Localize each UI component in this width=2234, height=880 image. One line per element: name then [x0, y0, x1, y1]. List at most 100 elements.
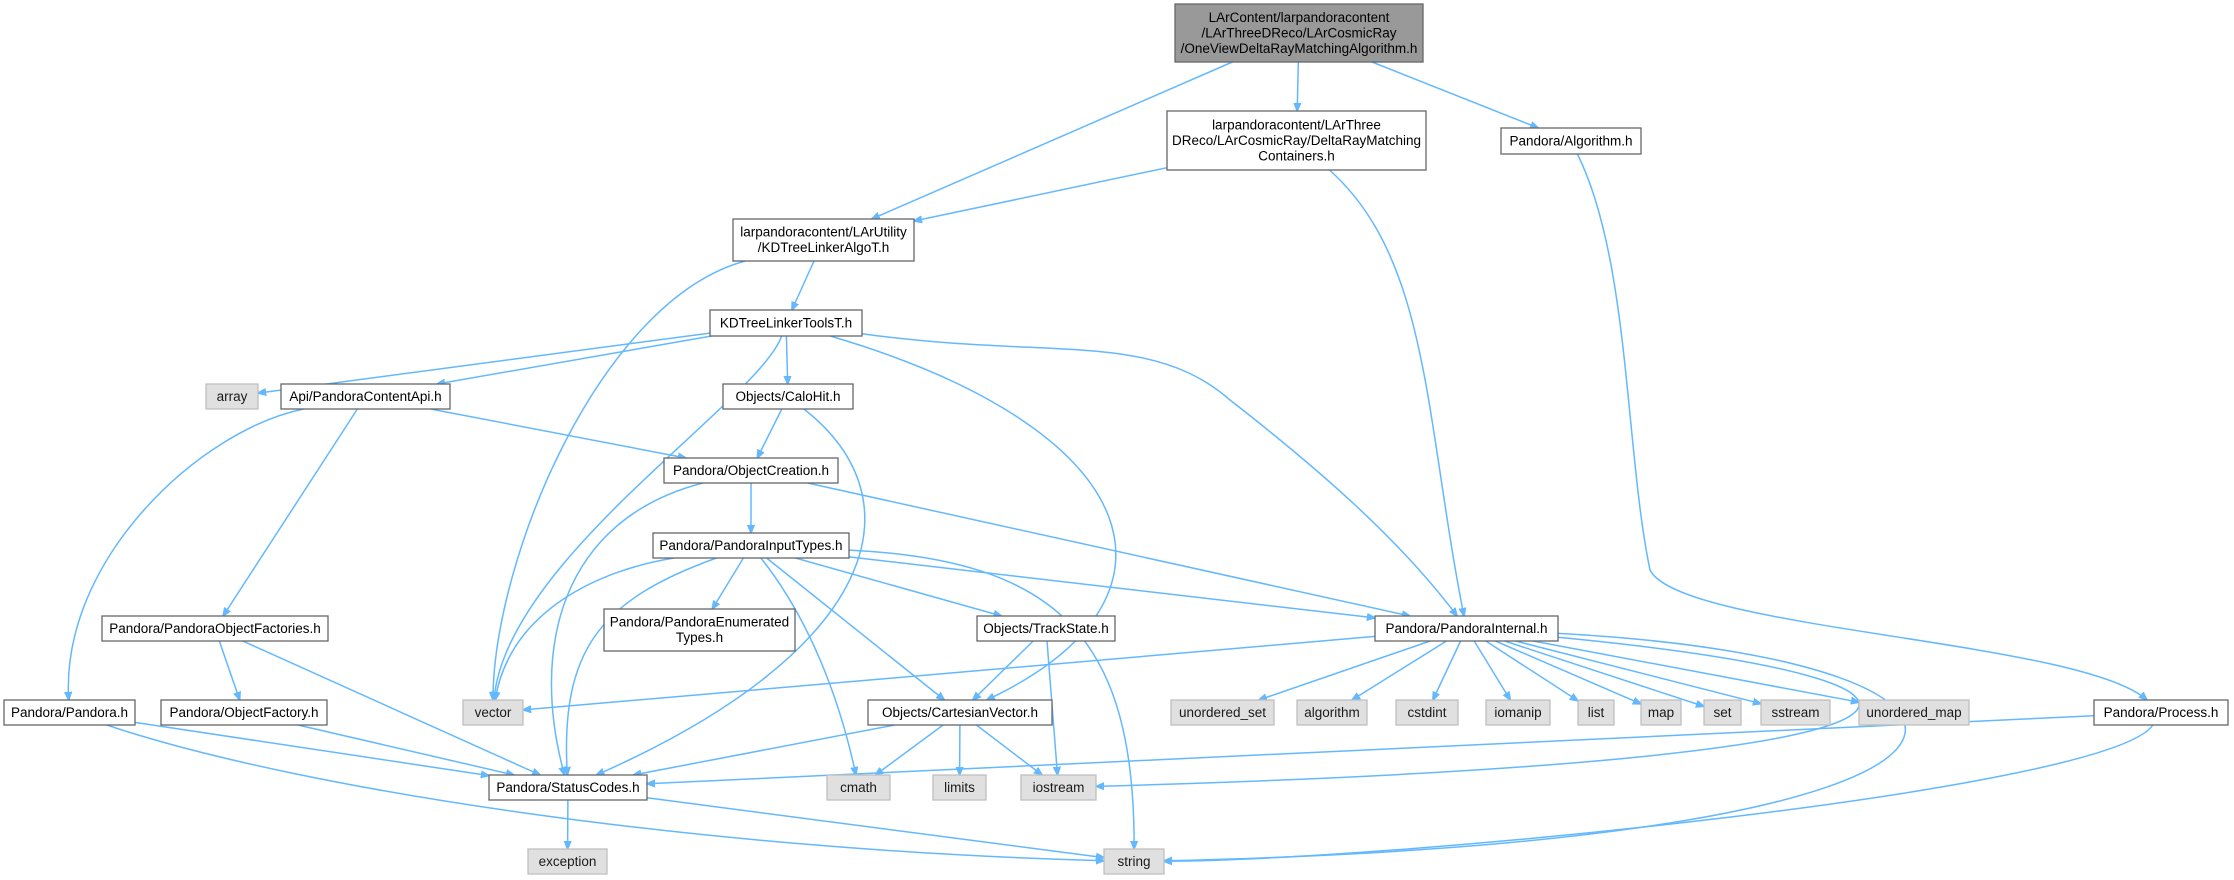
node-box-string [1103, 848, 1165, 875]
node-objfactory[interactable]: Pandora/ObjectFactory.h [160, 699, 328, 726]
node-alg[interactable]: Pandora/Algorithm.h [1500, 127, 1642, 155]
node-label-enumtypes: Types.h [676, 630, 723, 645]
edge-api-to-objfactories [223, 408, 359, 616]
edge-internal-to-list [1485, 640, 1578, 701]
node-box-algorithm [1296, 699, 1368, 726]
node-label-objfactory: Pandora/ObjectFactory.h [169, 705, 318, 720]
node-limits: limits [932, 774, 987, 801]
node-box-sstream [1760, 699, 1831, 726]
node-label-drmc: DReco/LArCosmicRay/DeltaRayMatching [1172, 133, 1421, 148]
edge-internal-to-sstream [1515, 640, 1762, 704]
node-box-kdtools [709, 309, 863, 337]
edge-process-to-string [1164, 724, 2154, 861]
edge-internal-to-cstdint [1433, 640, 1462, 700]
node-box-statuscodes [488, 774, 648, 801]
node-label-process: Pandora/Process.h [2104, 705, 2219, 720]
node-box-alg [1500, 127, 1642, 155]
node-box-unordered_map [1858, 699, 1970, 726]
edge-api-to-pandora [68, 408, 304, 700]
node-label-set: set [1713, 705, 1731, 720]
node-label-unordered_map: unordered_map [1866, 705, 1961, 720]
node-box-limits [932, 774, 987, 801]
edge-kdtools-to-api [437, 335, 712, 384]
node-box-root [1174, 3, 1424, 63]
node-label-list: list [1588, 705, 1605, 720]
edge-internal-to-iomanip [1473, 640, 1510, 700]
node-box-vector [462, 699, 524, 726]
node-label-map: map [1648, 705, 1674, 720]
node-cstdint: cstdint [1395, 699, 1459, 726]
node-kdtools[interactable]: KDTreeLinkerToolsT.h [709, 309, 863, 337]
node-vector: vector [462, 699, 524, 726]
node-label-exception: exception [539, 854, 597, 869]
node-label-root: LArContent/larpandoracontent [1209, 10, 1390, 25]
node-label-drmc: Containers.h [1258, 148, 1335, 163]
node-box-cstdint [1395, 699, 1459, 726]
node-objcreation[interactable]: Pandora/ObjectCreation.h [663, 457, 839, 484]
node-objfactories[interactable]: Pandora/PandoraObjectFactories.h [101, 615, 329, 642]
node-box-internal [1374, 615, 1559, 642]
edge-internal-to-unordered_map [1532, 640, 1859, 702]
node-calohit[interactable]: Objects/CaloHit.h [722, 383, 854, 410]
node-internal[interactable]: Pandora/PandoraInternal.h [1374, 615, 1559, 642]
edge-inputtypes-to-enumtypes [712, 557, 745, 609]
node-label-calohit: Objects/CaloHit.h [735, 389, 840, 404]
node-label-statuscodes: Pandora/StatusCodes.h [496, 780, 639, 795]
node-label-root: /OneViewDeltaRayMatchingAlgorithm.h [1181, 41, 1418, 56]
edge-root-to-drmc [1297, 61, 1298, 111]
node-label-objcreation: Pandora/ObjectCreation.h [673, 463, 829, 478]
node-cmath: cmath [826, 774, 891, 801]
edge-inputtypes-to-internal [848, 556, 1375, 618]
node-unordered_map: unordered_map [1858, 699, 1970, 726]
node-label-root: /LArThreeDReco/LArCosmicRay [1201, 25, 1396, 40]
node-process[interactable]: Pandora/Process.h [2093, 699, 2229, 726]
node-list: list [1577, 699, 1615, 726]
node-api[interactable]: Api/PandoraContentApi.h [280, 383, 451, 410]
edge-statuscodes-to-string [646, 797, 1104, 858]
node-statuscodes[interactable]: Pandora/StatusCodes.h [488, 774, 648, 801]
node-label-alg: Pandora/Algorithm.h [1509, 133, 1632, 148]
node-string: string [1103, 848, 1165, 875]
edge-objfactories-to-objfactory [218, 640, 239, 700]
edge-cartesian-to-iostream [975, 724, 1042, 775]
edge-kdalgo-to-vector [493, 260, 746, 700]
edge-calohit-to-objcreation [757, 408, 783, 458]
node-box-pandora [3, 699, 136, 726]
node-drmc[interactable]: larpandoracontent/LArThreeDReco/LArCosmi… [1166, 110, 1427, 171]
node-sstream: sstream [1760, 699, 1831, 726]
node-box-api [280, 383, 451, 410]
edge-trackstate-to-cartesian [973, 640, 1034, 700]
node-inputtypes[interactable]: Pandora/PandoraInputTypes.h [652, 532, 850, 559]
edge-kdtools-to-internal [861, 332, 1457, 616]
node-iomanip: iomanip [1485, 699, 1551, 726]
node-label-inputtypes: Pandora/PandoraInputTypes.h [659, 538, 842, 553]
edge-cartesian-to-cmath [875, 724, 944, 775]
node-label-drmc: larpandoracontent/LArThree [1212, 117, 1381, 132]
node-box-process [2093, 699, 2229, 726]
node-label-objfactories: Pandora/PandoraObjectFactories.h [109, 621, 321, 636]
node-box-array [205, 383, 259, 410]
edge-cartesian-to-statuscodes [633, 724, 895, 775]
node-label-trackstate: Objects/TrackState.h [983, 621, 1109, 636]
node-trackstate[interactable]: Objects/TrackState.h [976, 615, 1116, 642]
node-root[interactable]: LArContent/larpandoracontent/LArThreeDRe… [1174, 3, 1424, 63]
edge-kdtools-to-calohit [786, 335, 787, 384]
node-kdalgo[interactable]: larpandoracontent/LArUtility/KDTreeLinke… [732, 218, 915, 262]
edge-kdtools-to-array [258, 332, 711, 393]
edge-internal-to-unordered_set [1259, 640, 1431, 700]
node-pandora[interactable]: Pandora/Pandora.h [3, 699, 136, 726]
node-set: set [1703, 699, 1742, 726]
edge-objcreation-to-internal [807, 482, 1410, 616]
edge-pandora-to-statuscodes [134, 721, 489, 775]
node-layer: LArContent/larpandoracontent/LArThreeDRe… [3, 3, 2229, 875]
node-label-vector: vector [475, 705, 512, 720]
node-box-cmath [826, 774, 891, 801]
node-label-enumtypes: Pandora/PandoraEnumerated [610, 615, 789, 630]
node-box-trackstate [976, 615, 1116, 642]
node-box-calohit [722, 383, 854, 410]
node-map: map [1640, 699, 1682, 726]
node-cartesian[interactable]: Objects/CartesianVector.h [867, 699, 1053, 726]
node-label-internal: Pandora/PandoraInternal.h [1385, 621, 1547, 636]
node-label-pandora: Pandora/Pandora.h [11, 705, 128, 720]
